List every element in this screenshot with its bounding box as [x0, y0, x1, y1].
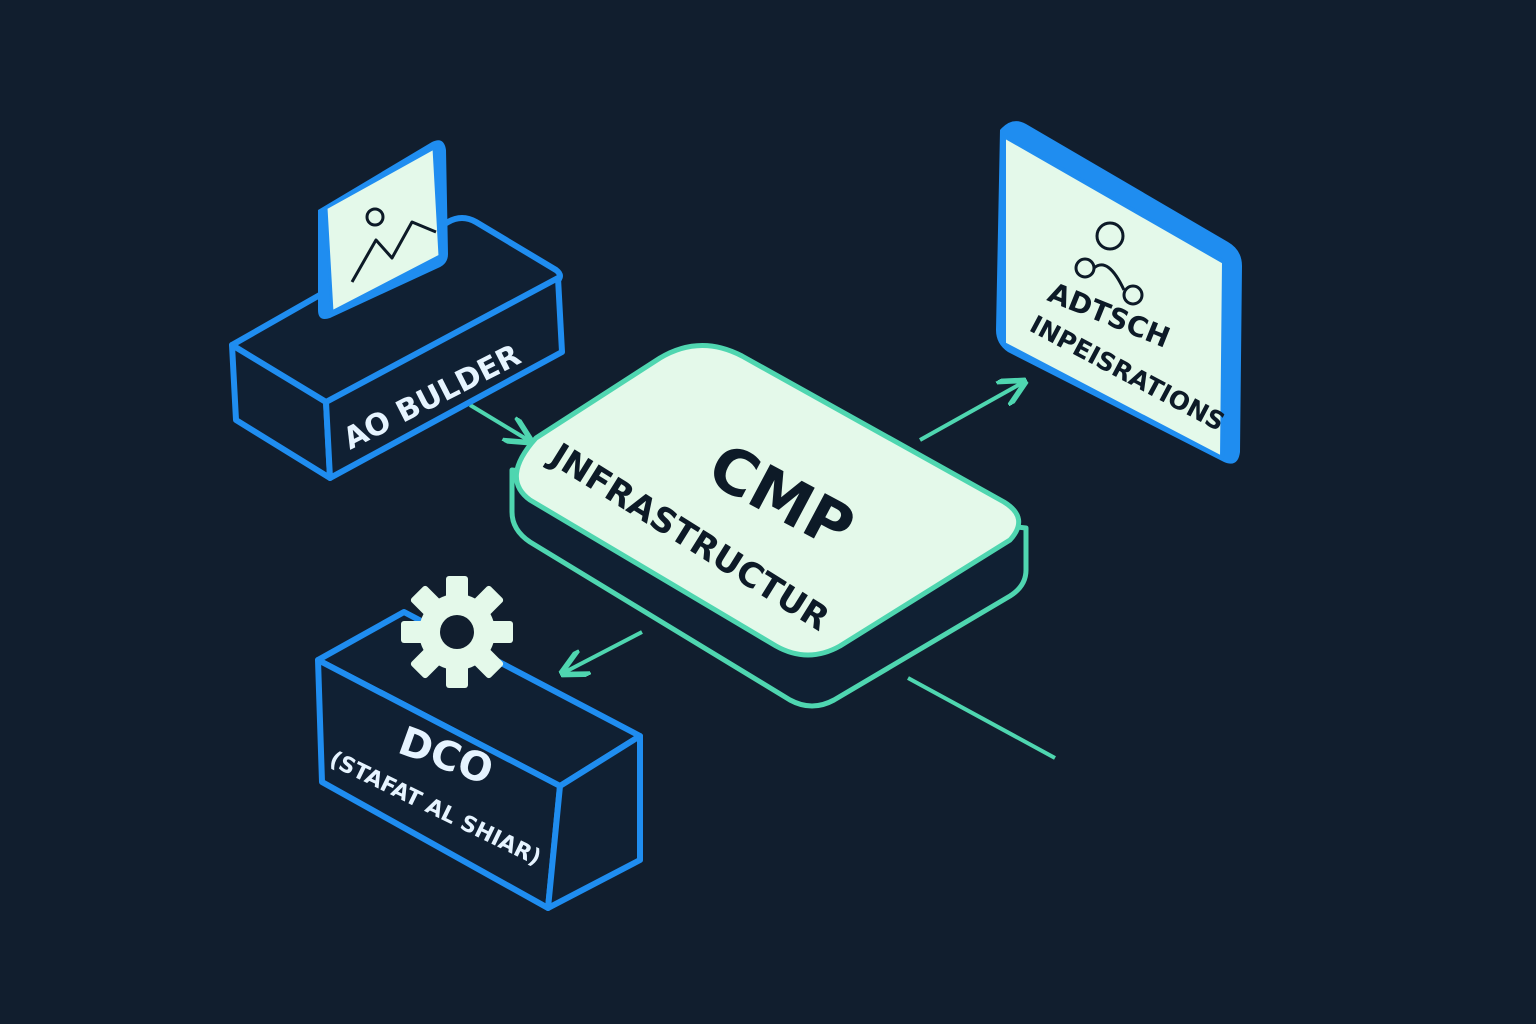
adtech-panel-face [1002, 134, 1226, 460]
arrow-cmp-to-dco [565, 630, 643, 672]
line-cmp-outbound [907, 676, 1056, 760]
dco-side-face [545, 733, 643, 911]
dco-node[interactable]: DCO (STAFAT AL SHIAR) [315, 576, 643, 911]
arrow-adbuilder-to-cmp [468, 403, 528, 440]
network-icon [1074, 221, 1144, 306]
cmp-node[interactable]: CMP JNFRASTRUCTUR [509, 343, 1029, 709]
image-icon [318, 140, 448, 319]
ad-builder-front-face [323, 275, 565, 481]
ad-builder-node[interactable]: AO BULDER [229, 140, 565, 481]
gear-icon [401, 576, 513, 688]
cmp-top-face [514, 343, 1022, 658]
connectors [468, 383, 1056, 760]
arrow-cmp-to-adtech [919, 383, 1022, 442]
adtech-node[interactable]: ADTSCH INPEISRATIONS [996, 121, 1242, 464]
